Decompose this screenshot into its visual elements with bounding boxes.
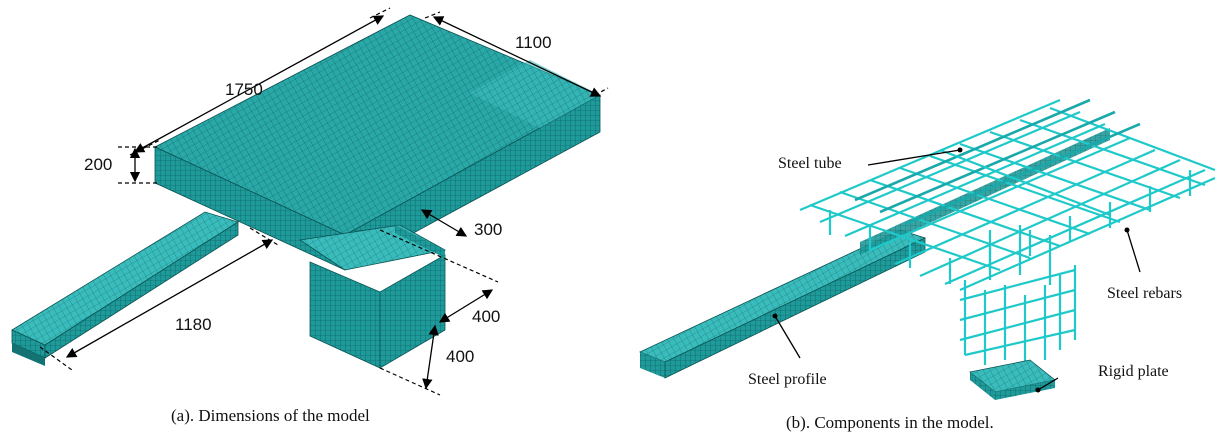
caption-b: (b). Components in the model. [786,413,994,432]
dim-1100-label: 1100 [515,33,552,52]
steel-profile-mesh [638,128,1110,379]
dim-400b-label: 400 [446,347,474,366]
panel-a: 1750 1100 200 300 1180 400 400 (a). Dime… [11,7,609,425]
rebar-cage-column [959,225,1077,370]
column-block [298,224,447,369]
dim-300-label: 300 [474,220,502,239]
dim-200-label: 200 [84,155,112,174]
panel-b: Steel tube Steel rebars Steel profile Ri… [638,98,1216,432]
rigid-plate [969,359,1056,400]
dimension-annotations [39,7,609,396]
dim-400a-label: 400 [472,307,500,326]
label-steel-profile: Steel profile [748,371,827,388]
dim-1750-label: 1750 [225,80,263,99]
label-steel-tube: Steel tube [778,155,842,172]
steel-beam-profile [11,211,239,366]
leader-lines [772,147,1141,393]
dim-1180-label: 1180 [175,315,212,334]
label-rigid-plate: Rigid plate [1098,363,1169,380]
label-steel-rebars: Steel rebars [1107,285,1182,302]
caption-a: (a). Dimensions of the model [171,406,370,425]
